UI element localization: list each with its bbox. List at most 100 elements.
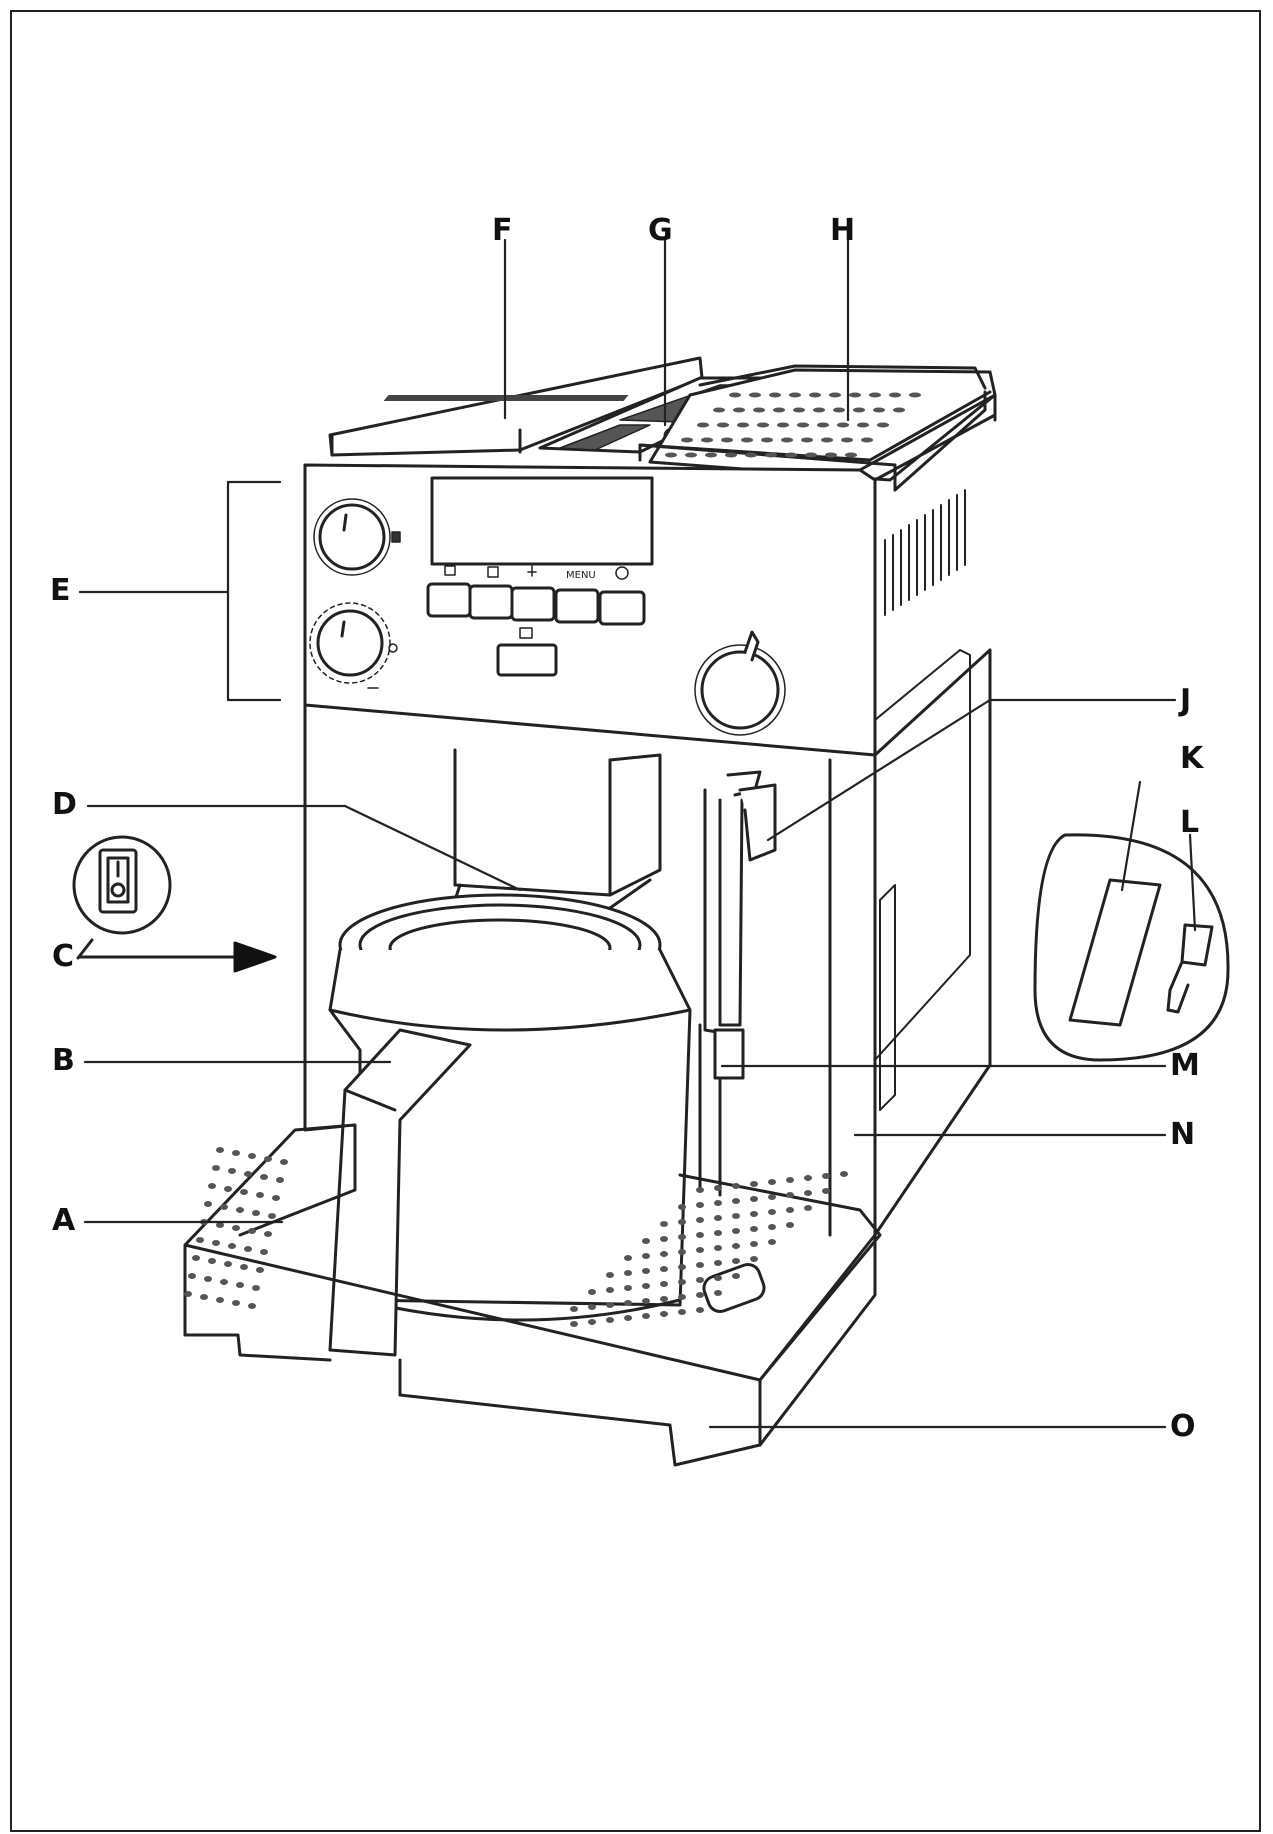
water-filter-nozzle-icon [1180,923,1214,967]
button-icons [444,565,629,639]
drip-hole [192,1255,200,1261]
drip-hole [624,1315,632,1321]
drip-hole [606,1272,614,1278]
drip-hole [840,1171,848,1177]
drip-hole [244,1246,252,1252]
drip-hole [570,1306,578,1312]
warmer-slot [909,392,921,398]
callout-j: J [1180,683,1192,718]
warmer-slot [853,407,865,413]
one-cup-button[interactable] [426,582,472,618]
warmer-slot [793,407,805,413]
drip-hole [696,1232,704,1238]
water-tank-window [874,649,971,1111]
warmer-slot [893,407,905,413]
drip-hole [696,1292,704,1298]
warmer-slot [757,422,769,428]
drip-hole [236,1282,244,1288]
drip-hole [714,1290,722,1296]
warmer-slot [721,437,733,443]
drip-hole [220,1279,228,1285]
warmer-slot [773,407,785,413]
warmer-slot [761,437,773,443]
warmer-slot [713,407,725,413]
drip-tray [183,1123,882,1467]
display-screen [430,476,654,566]
drip-hole [196,1237,204,1243]
drip-hole [232,1300,240,1306]
menu-button[interactable] [554,588,600,624]
drip-hole [248,1303,256,1309]
menu-label: MENU [566,570,596,581]
warmer-slot [805,452,817,458]
warmer-slot [869,392,881,398]
drip-hole [786,1177,794,1183]
arrow-c [78,941,277,973]
drip-hole [216,1297,224,1303]
warmer-slot [697,422,709,428]
power-button[interactable] [598,590,646,626]
warmer-slot [725,452,737,458]
accessories-inset [1033,833,1230,1062]
warmer-slot [665,452,677,458]
coffee-quantity-knob[interactable] [309,602,391,684]
steam-knob[interactable] [694,630,786,736]
drip-hole [678,1204,686,1210]
drip-hole [248,1228,256,1234]
cup-warmer-dots [665,392,921,458]
drip-hole [204,1201,212,1207]
warmer-slot [877,422,889,428]
drip-hole [768,1209,776,1215]
drip-hole [660,1311,668,1317]
drip-hole [732,1273,740,1279]
warmer-slot [765,452,777,458]
drip-hole [236,1207,244,1213]
callout-k: K [1180,741,1204,776]
steam-button[interactable] [510,586,556,622]
drip-hole [606,1317,614,1323]
drip-hole [208,1258,216,1264]
warmer-slot [857,422,869,428]
thermal-carafe [328,893,692,1357]
drip-hole [660,1221,668,1227]
drip-hole [588,1289,596,1295]
cup-icon [444,565,456,576]
warmer-slot [701,437,713,443]
drip-hole [642,1238,650,1244]
drip-hole [732,1258,740,1264]
drip-hole [248,1153,256,1159]
drip-hole [732,1183,740,1189]
warmer-slot [845,452,857,458]
callout-d: D [52,787,77,822]
warmer-slot [745,452,757,458]
drip-hole [714,1275,722,1281]
drip-hole [184,1291,192,1297]
drip-hole [678,1249,686,1255]
drip-hole [714,1245,722,1251]
warmer-slot [801,437,813,443]
drip-hole [216,1147,224,1153]
drip-hole [256,1192,264,1198]
rinse-button[interactable] [496,643,558,677]
drip-hole [232,1225,240,1231]
steam-wand [698,770,777,1197]
callout-b: B [52,1043,75,1078]
drip-hole [624,1270,632,1276]
drip-hole [224,1261,232,1267]
drip-hole [660,1266,668,1272]
drip-hole [188,1273,196,1279]
two-cups-button[interactable] [468,584,514,620]
bean-container-lid [328,356,704,457]
drip-hole [714,1230,722,1236]
cleaning-brush-icon [1068,878,1162,1027]
drip-hole [768,1224,776,1230]
drip-hole [280,1159,288,1165]
warmer-slot [753,407,765,413]
drip-hole [588,1319,596,1325]
coffee-strength-knob[interactable] [313,498,391,576]
warmer-slot [769,392,781,398]
drip-hole [732,1198,740,1204]
drip-hole [678,1279,686,1285]
drip-hole [822,1173,830,1179]
